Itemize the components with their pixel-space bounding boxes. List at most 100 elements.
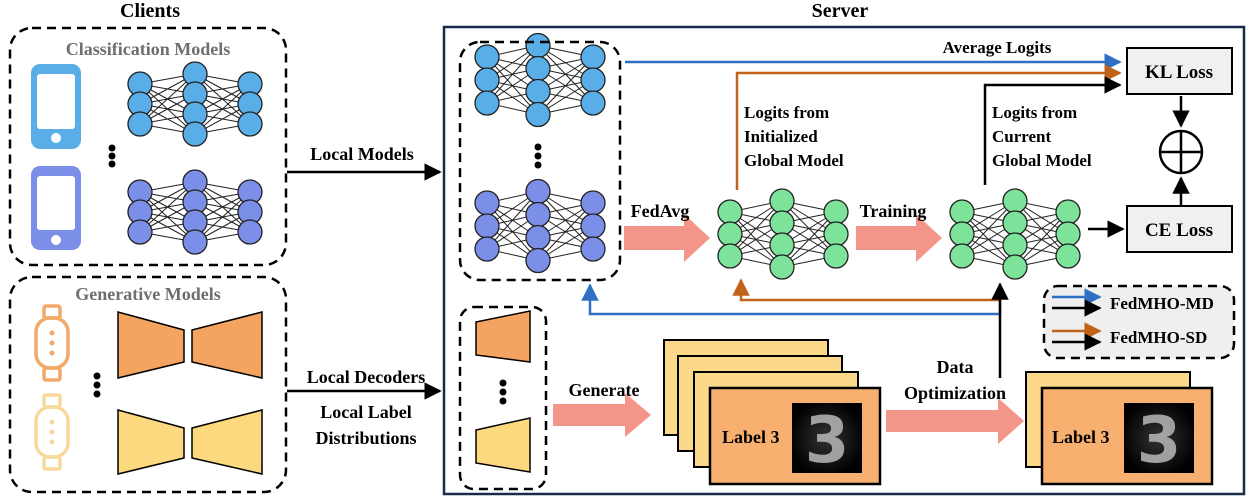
neuron-node — [525, 201, 551, 228]
decoder-shape — [475, 310, 531, 363]
ellipsis-dots — [499, 379, 507, 405]
neuron-node — [717, 221, 743, 247]
local-label-dist-line1: Local Label — [320, 402, 412, 422]
classification-models-title: Classification Models — [66, 39, 231, 59]
generate-label: Generate — [569, 380, 640, 400]
digit-image — [1124, 403, 1194, 473]
neuron-node — [1055, 221, 1081, 247]
neuron-node — [127, 111, 153, 137]
neuron-node — [580, 44, 606, 70]
smartwatch-icon — [34, 304, 70, 382]
optimized-data-stack: Label 3 3 — [1025, 371, 1214, 486]
neuron-node — [823, 243, 849, 269]
neuron-node — [182, 229, 208, 255]
neuron-node — [525, 224, 551, 251]
oplus-icon — [1158, 129, 1204, 175]
data-opt-line1: Data — [937, 357, 974, 377]
received-local-network — [474, 32, 606, 128]
legend-sd-label: FedMHO-SD — [1110, 328, 1207, 347]
kl-loss-box — [1126, 47, 1233, 95]
logits-init-line1: Logits from — [744, 103, 829, 122]
neuron-node — [1002, 188, 1028, 214]
neuron-node — [474, 213, 500, 239]
initialized-global-network — [717, 188, 849, 280]
neuron-node — [1055, 243, 1081, 269]
neuron-node — [474, 44, 500, 70]
logits-initialized-arrow — [735, 64, 1122, 190]
fedavg-label: FedAvg — [631, 201, 690, 221]
neuron-node — [1002, 210, 1028, 236]
neuron-node — [769, 188, 795, 214]
neuron-node — [237, 219, 263, 245]
neuron-node — [525, 247, 551, 274]
local-label-dist-line2: Distributions — [315, 428, 416, 448]
generate-arrow — [553, 393, 651, 437]
generative-models-title: Generative Models — [75, 284, 220, 304]
training-label: Training — [860, 201, 927, 221]
neuron-node — [769, 254, 795, 280]
neuron-node — [823, 221, 849, 247]
neuron-node — [127, 219, 153, 245]
ellipsis-dots — [108, 144, 116, 168]
ellipsis-dots — [93, 372, 101, 398]
vae-shape — [117, 409, 263, 475]
fedavg-arrow — [624, 214, 710, 262]
clients-title: Clients — [120, 0, 180, 22]
legend-md-label: FedMHO-MD — [1110, 294, 1214, 313]
neuron-node — [949, 199, 975, 225]
neuron-node — [580, 90, 606, 116]
generated-data-stack: Label 3 3 — [663, 339, 882, 486]
logits-init-line3: Global Model — [744, 151, 844, 170]
neuron-node — [769, 232, 795, 258]
neuron-node — [237, 111, 263, 137]
received-local-network — [474, 178, 606, 274]
client-classifier-network — [127, 169, 263, 255]
neuron-node — [525, 178, 551, 205]
client-classifier-network — [127, 61, 263, 147]
data-optimization-arrow — [886, 398, 1024, 444]
neuron-node — [182, 121, 208, 147]
logits-curr-line3: Global Model — [992, 151, 1092, 170]
generative-models-box — [8, 275, 288, 494]
logits-curr-line2: Current — [992, 127, 1052, 146]
ce-loss-label: CE Loss — [1145, 220, 1213, 241]
local-models-label: Local Models — [310, 144, 414, 164]
neuron-node — [580, 236, 606, 262]
neuron-node — [823, 199, 849, 225]
neuron-node — [949, 221, 975, 247]
neuron-node — [1002, 254, 1028, 280]
card-label: Label 3 — [722, 427, 780, 447]
neuron-node — [580, 67, 606, 93]
neuron-node — [717, 199, 743, 225]
ce-loss-box — [1126, 205, 1233, 253]
neuron-node — [580, 213, 606, 239]
neuron-node — [474, 236, 500, 262]
logits-init-line2: Initialized — [744, 127, 818, 146]
smartwatch-icon — [34, 393, 70, 471]
neuron-node — [1002, 232, 1028, 258]
neuron-node — [525, 55, 551, 82]
neuron-node — [525, 78, 551, 105]
neuron-node — [1055, 199, 1081, 225]
neuron-node — [525, 32, 551, 59]
logits-current-arrow — [983, 76, 1122, 185]
average-logits-label: Average Logits — [943, 38, 1052, 57]
logits-curr-line1: Logits from — [992, 103, 1077, 122]
classification-models-box — [8, 26, 288, 267]
training-arrow — [856, 214, 942, 262]
neuron-node — [474, 90, 500, 116]
kl-loss-label: KL Loss — [1145, 62, 1213, 83]
local-decoders-label: Local Decoders — [307, 367, 425, 387]
ellipsis-dots — [534, 143, 542, 169]
digit-image — [792, 403, 862, 473]
server-title: Server — [812, 0, 869, 22]
card-label: Label 3 — [1052, 427, 1110, 447]
neuron-node — [580, 190, 606, 216]
server-box — [442, 25, 1246, 496]
neuron-node — [525, 101, 551, 128]
neuron-node — [474, 67, 500, 93]
phone-icon — [31, 166, 81, 250]
data-opt-line2: Optimization — [904, 383, 1006, 403]
received-models-box — [458, 40, 622, 282]
